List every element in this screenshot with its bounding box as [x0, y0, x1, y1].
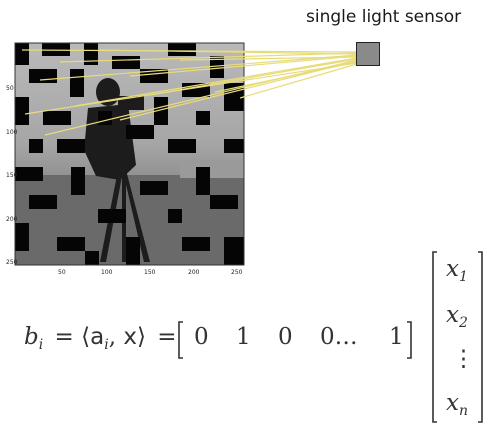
x-tick: 150	[144, 269, 156, 276]
sensor-label: single light sensor	[306, 7, 462, 27]
column-entry: x2	[446, 302, 468, 331]
column-entry: ⋮	[452, 346, 475, 372]
y-tick: 250	[6, 259, 18, 266]
x-tick: 250	[231, 269, 243, 276]
row-vector-brackets	[178, 321, 412, 359]
y-tick: 100	[6, 129, 18, 136]
row-entry: 1	[236, 324, 251, 350]
a-subscript: i	[104, 337, 109, 353]
y-axis-ticks: 50 100 150 200 250	[6, 85, 18, 266]
y-tick: 150	[6, 172, 18, 179]
random-mask	[15, 43, 244, 265]
row-entry: 0	[278, 324, 293, 350]
x-axis-ticks: 50 100 150 200 250	[58, 269, 243, 276]
left-angle: ⟨	[81, 324, 91, 350]
y-tick: 50	[6, 85, 14, 92]
column-entry: xn	[446, 390, 469, 419]
column-vector-brackets	[432, 251, 483, 423]
right-angle: ⟩	[136, 324, 146, 350]
comma: ,	[108, 324, 117, 350]
column-entry: x1	[446, 256, 468, 285]
image-frame	[14, 42, 245, 266]
x-tick: 200	[188, 269, 200, 276]
y-tick: 200	[6, 216, 18, 223]
x-vector: x	[123, 324, 137, 350]
lhs-variable: b	[24, 324, 39, 350]
x-tick: 100	[101, 269, 113, 276]
image-panel	[14, 42, 245, 266]
row-entry: 0	[194, 324, 209, 350]
equals-sign-2: =	[157, 324, 177, 350]
equation-lhs: bi = ⟨ai, x⟩ =	[24, 324, 177, 353]
row-entry: 0…	[320, 324, 358, 350]
row-entry: 1	[389, 324, 404, 350]
equals-sign: =	[54, 324, 74, 350]
x-tick: 50	[58, 269, 66, 276]
lhs-subscript: i	[38, 337, 44, 353]
light-rays	[21, 49, 358, 136]
light-sensor-icon	[356, 42, 380, 66]
a-vector: a	[90, 324, 105, 350]
